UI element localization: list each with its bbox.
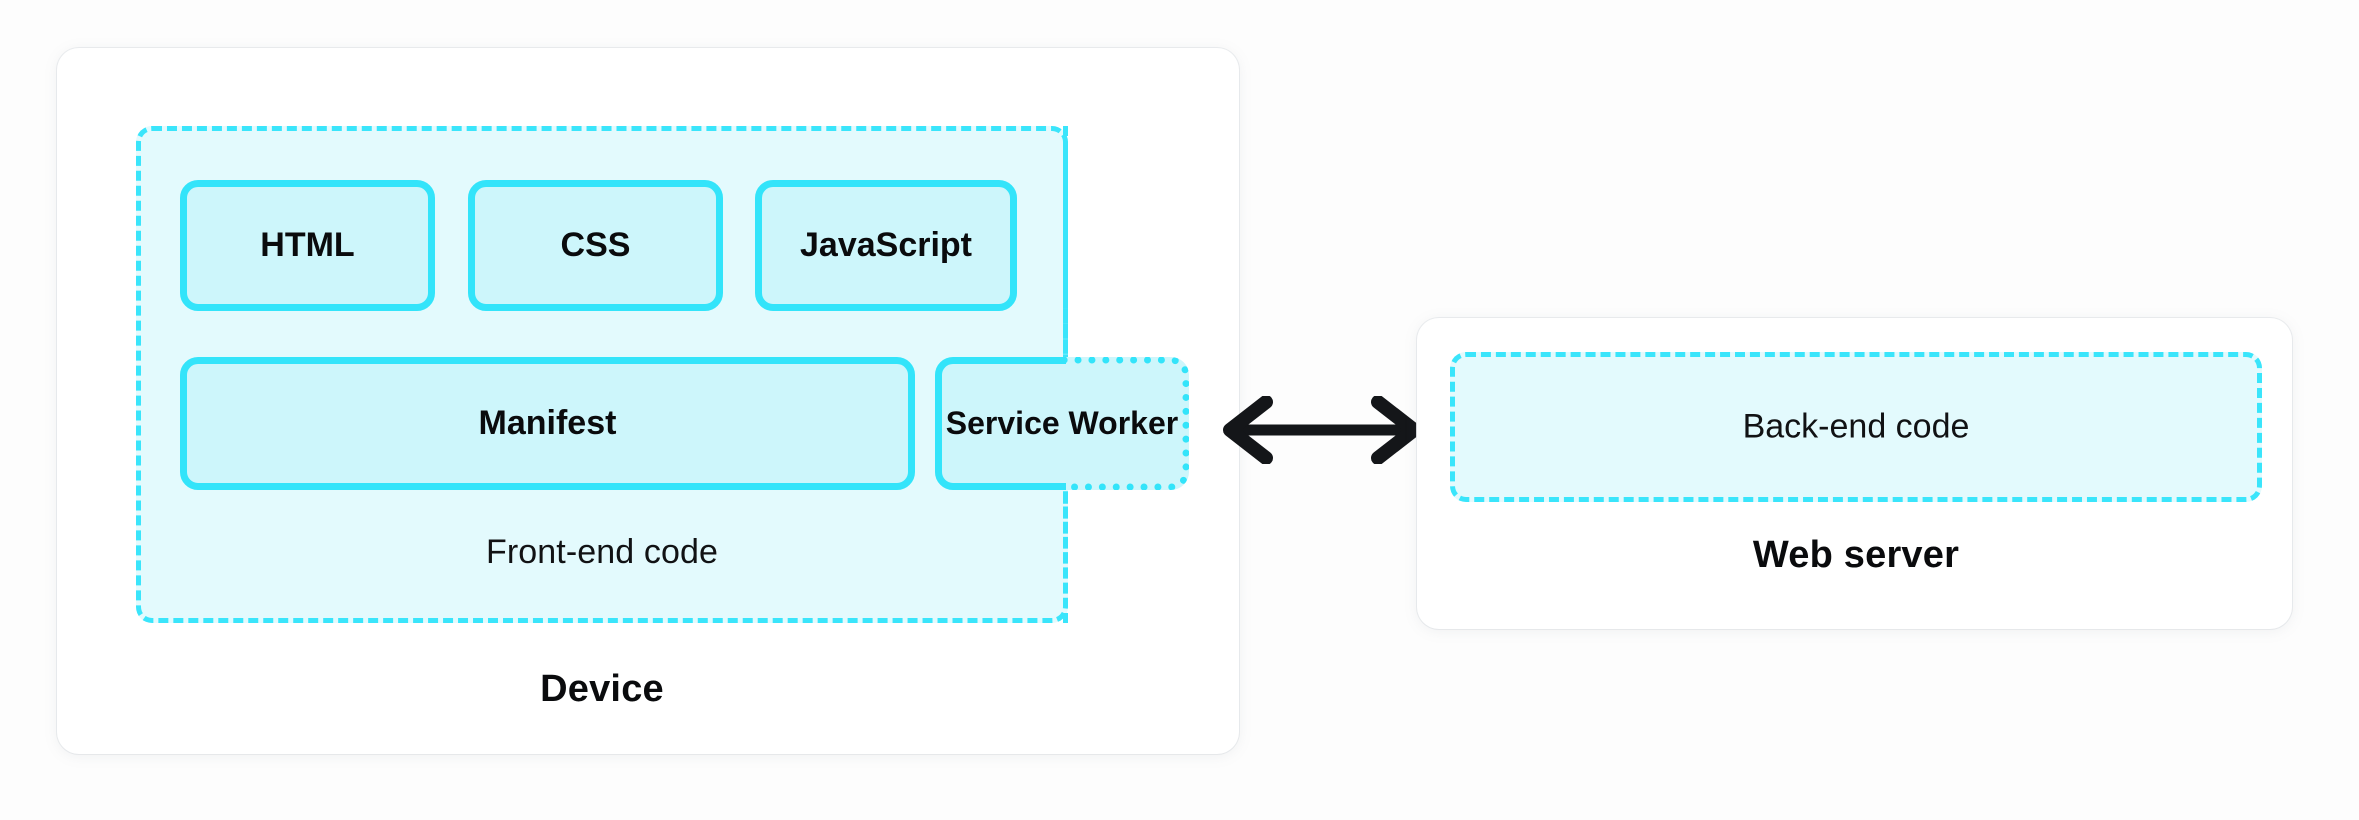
device-label: Device: [540, 668, 664, 710]
web-server-label: Web server: [1752, 534, 1960, 576]
backend-code-label: Back-end code: [1742, 407, 1970, 446]
tech-box-manifest[interactable]: Manifest: [180, 357, 915, 490]
tech-box-service-worker[interactable]: Service Worker: [935, 357, 1189, 490]
frontend-code-label: Front-end code: [486, 533, 718, 571]
tech-box-service-worker-label: Service Worker: [945, 405, 1179, 442]
tech-box-html[interactable]: HTML: [180, 180, 435, 311]
bidirectional-arrow-icon: [1223, 396, 1421, 464]
tech-box-javascript[interactable]: JavaScript: [755, 180, 1017, 311]
backend-code-region: Back-end code: [1450, 352, 2262, 502]
tech-box-css[interactable]: CSS: [468, 180, 723, 311]
